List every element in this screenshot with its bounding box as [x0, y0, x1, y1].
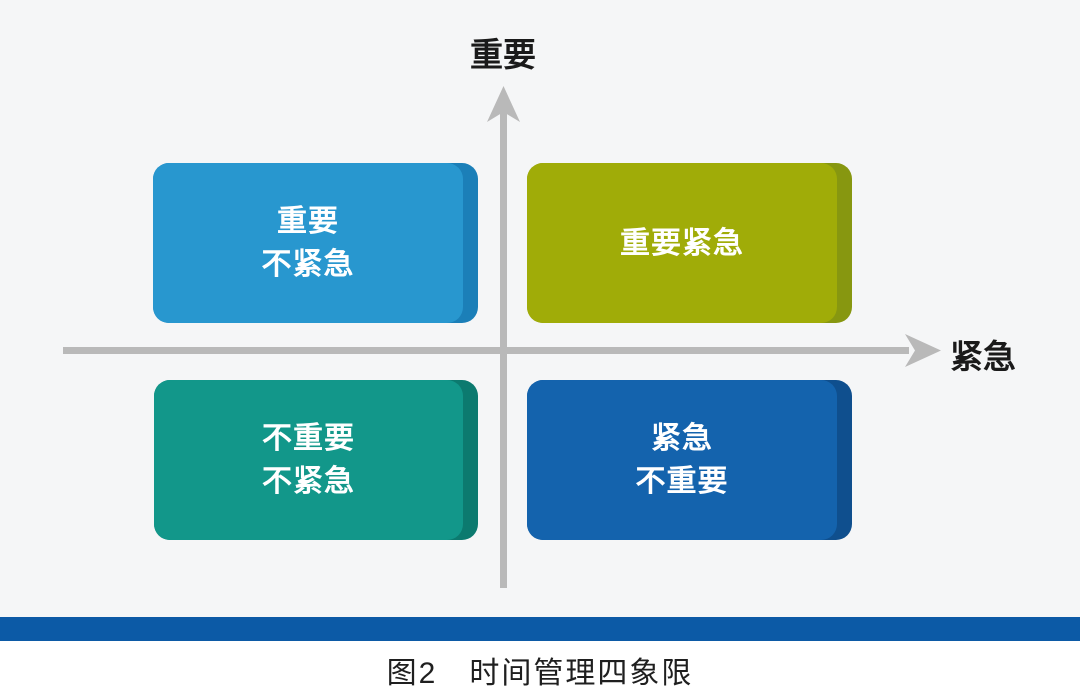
quadrant-label-line: 重要紧急: [620, 226, 744, 260]
quadrant-label-line: 不重要: [262, 422, 355, 455]
quadrant-label-line: 重要: [277, 205, 339, 238]
quadrant-urgent-not-important: 紧急 不重要: [527, 380, 852, 540]
quadrant-important-not-urgent: 重要 不紧急: [153, 163, 478, 323]
caption-area: 图2 时间管理四象限: [0, 641, 1080, 699]
up-arrowhead-icon: [487, 86, 520, 122]
quadrant-not-important-not-urgent: 不重要 不紧急: [154, 380, 478, 540]
right-arrowhead-icon: [905, 334, 941, 367]
x-axis-label: 紧急: [950, 338, 1016, 375]
quadrant-face: 重要 不紧急: [153, 163, 463, 323]
quadrant-label-line: 不重要: [635, 465, 729, 498]
y-axis-label: 重要: [470, 36, 536, 73]
quadrant-important-urgent: 重要紧急: [527, 163, 852, 323]
figure-area: 重要 紧急 重要 不紧急 重要紧急 不重要 不紧急 紧急 不重要: [63, 36, 1016, 588]
divider-bar: [0, 617, 1080, 641]
figure-caption: 图2 时间管理四象限: [386, 657, 694, 690]
quadrant-label-line: 紧急: [651, 422, 713, 455]
axes: [63, 86, 941, 588]
quadrant-face: 重要紧急: [527, 163, 837, 323]
quadrant-face: 紧急 不重要: [527, 380, 837, 540]
quadrant-label-line: 不紧急: [262, 465, 355, 498]
x-axis-line: [63, 347, 909, 354]
quadrant-face: 不重要 不紧急: [154, 380, 463, 540]
quadrant-label-line: 不紧急: [261, 248, 355, 281]
